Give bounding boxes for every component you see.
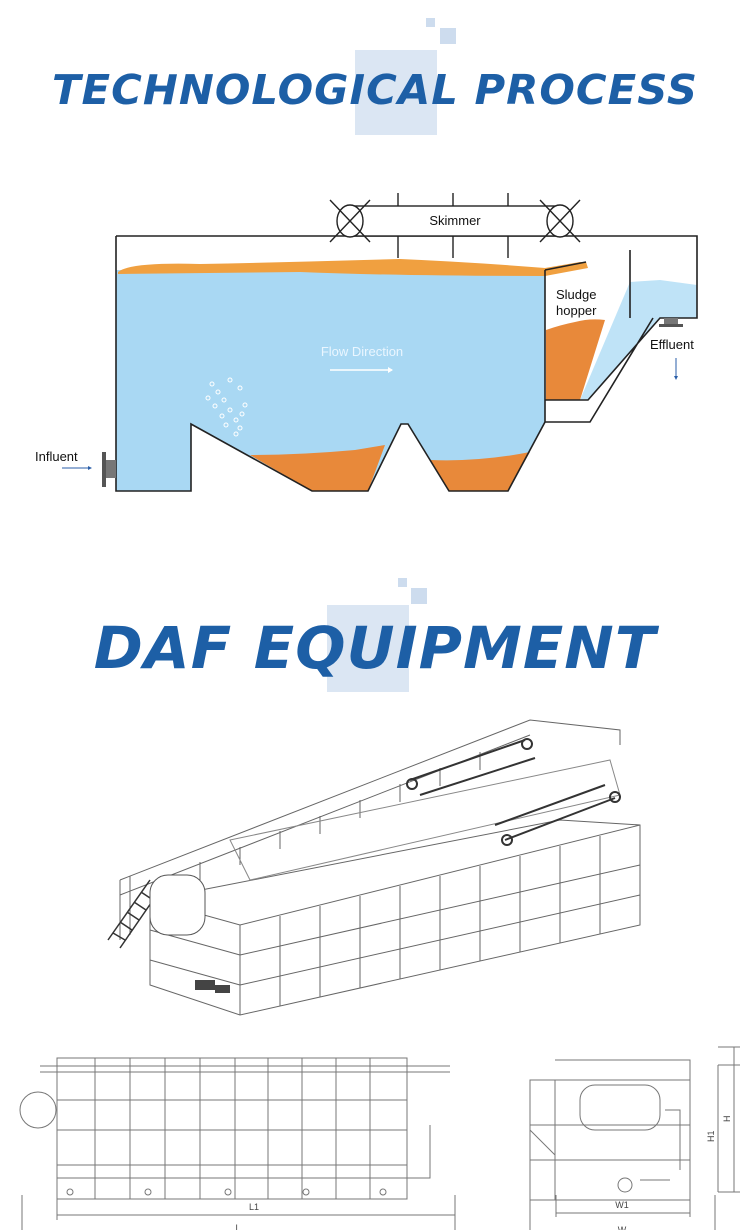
daf-isometric-drawing (107, 719, 641, 1016)
sludge-bottom-1 (250, 445, 385, 491)
side-view-tank (56, 1057, 408, 1200)
air-bubbles (205, 377, 248, 437)
decor-square (355, 50, 437, 135)
tank-outline (115, 235, 698, 492)
dimension-label-w1: W1 (615, 1200, 629, 1210)
influent-pipe (106, 460, 116, 478)
pump (195, 980, 230, 993)
effluent-label: Effluent (650, 337, 694, 352)
scum-layer (118, 259, 588, 276)
skimmer-chain (409, 739, 616, 841)
decor-square (426, 18, 435, 27)
effluent-pipe (664, 318, 678, 325)
effluent-water (580, 280, 697, 400)
water-body (116, 270, 545, 491)
section-title-equipment: DAF EQUIPMENT (93, 614, 657, 682)
section-title-process: TECHNOLOGICAL PROCESS (51, 66, 699, 114)
decor-square (440, 28, 456, 44)
sludge-hopper-fill (546, 319, 605, 400)
flow-direction-label: Flow Direction (321, 344, 403, 359)
pressure-tank (149, 874, 206, 936)
decor-square (398, 578, 407, 587)
dimension-label-h1: H1 (706, 1130, 716, 1142)
panel-lines (159, 752, 601, 1006)
dimension-label-w: W (618, 1225, 627, 1230)
skimmer-label: Skimmer (429, 213, 481, 228)
sludge-bottom-2 (430, 452, 530, 491)
decor-square (411, 588, 427, 604)
dimension-label-l1: L1 (249, 1202, 259, 1212)
dimension-label-l: L (235, 1223, 240, 1230)
sludge-hopper-label: hopper (556, 303, 597, 318)
stairs (107, 879, 161, 949)
process-diagram: Skimmer Sludge hopper Flow Direction Inf… (35, 193, 698, 492)
decor-square (327, 605, 409, 692)
daf-dimension-drawings: L1 L W1 W H H1 (19, 1046, 740, 1230)
sludge-hopper-label: Sludge (556, 287, 596, 302)
dimension-label-h: H (722, 1116, 732, 1123)
influent-label: Influent (35, 449, 78, 464)
end-view-tank (529, 1079, 691, 1201)
